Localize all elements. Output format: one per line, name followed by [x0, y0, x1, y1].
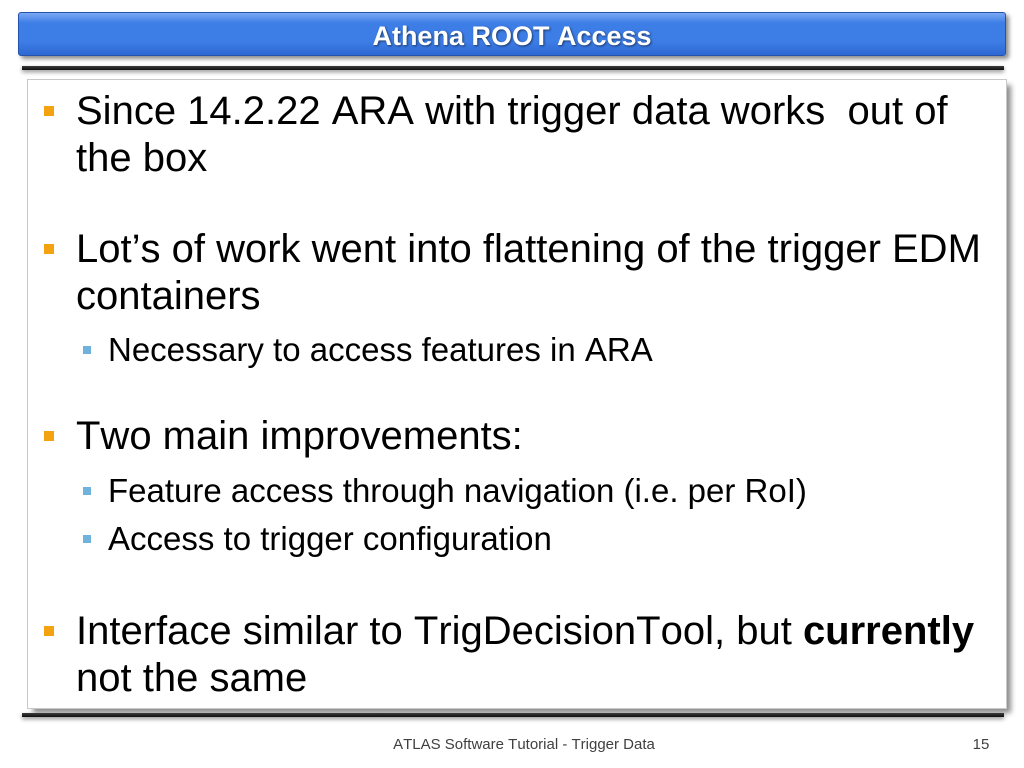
square-bullet-icon	[44, 431, 54, 441]
slide-title: Athena ROOT Access	[372, 21, 652, 51]
bullet-item: Lot’s of work went into flattening of th…	[44, 226, 992, 320]
footer-title: ATLAS Software Tutorial - Trigger Data	[393, 736, 655, 753]
bullet-text: Since 14.2.22 ARA with trigger data work…	[76, 89, 959, 180]
sub-bullet-text: Access to trigger configuration	[108, 520, 552, 557]
square-bullet-icon	[44, 626, 54, 636]
square-bullet-icon	[44, 244, 54, 254]
sub-bullet-item: Access to trigger configuration	[83, 519, 992, 559]
sub-bullet-item: Necessary to access features in ARA	[83, 330, 992, 370]
square-bullet-icon	[44, 106, 54, 116]
bullet-text-emphasis: currently	[802, 609, 975, 653]
bullet-text-segment: not the same	[76, 656, 308, 700]
sub-bullet-text: Necessary to access features in ARA	[108, 331, 653, 368]
sub-square-bullet-icon	[83, 487, 91, 495]
sub-bullet-text: Feature access through navigation (i.e. …	[108, 472, 807, 509]
sub-bullet-item: Feature access through navigation (i.e. …	[83, 471, 992, 511]
page-number: 15	[972, 736, 990, 753]
bullet-text-segment: Interface similar to TrigDecisionTool, b…	[76, 609, 803, 653]
bullet-item: Two main improvements:	[44, 413, 992, 460]
bullet-item: Interface similar to TrigDecisionTool, b…	[44, 608, 992, 702]
title-bar: Athena ROOT Access	[18, 12, 1006, 56]
bullet-item: Since 14.2.22 ARA with trigger data work…	[44, 88, 992, 182]
bullet-text: Two main improvements:	[76, 414, 523, 458]
sub-square-bullet-icon	[83, 535, 91, 543]
bullet-text: Lot’s of work went into flattening of th…	[76, 227, 981, 318]
content-panel: Since 14.2.22 ARA with trigger data work…	[28, 80, 1006, 708]
footer-divider	[22, 713, 1004, 717]
sub-square-bullet-icon	[83, 346, 91, 354]
title-divider	[22, 66, 1004, 70]
